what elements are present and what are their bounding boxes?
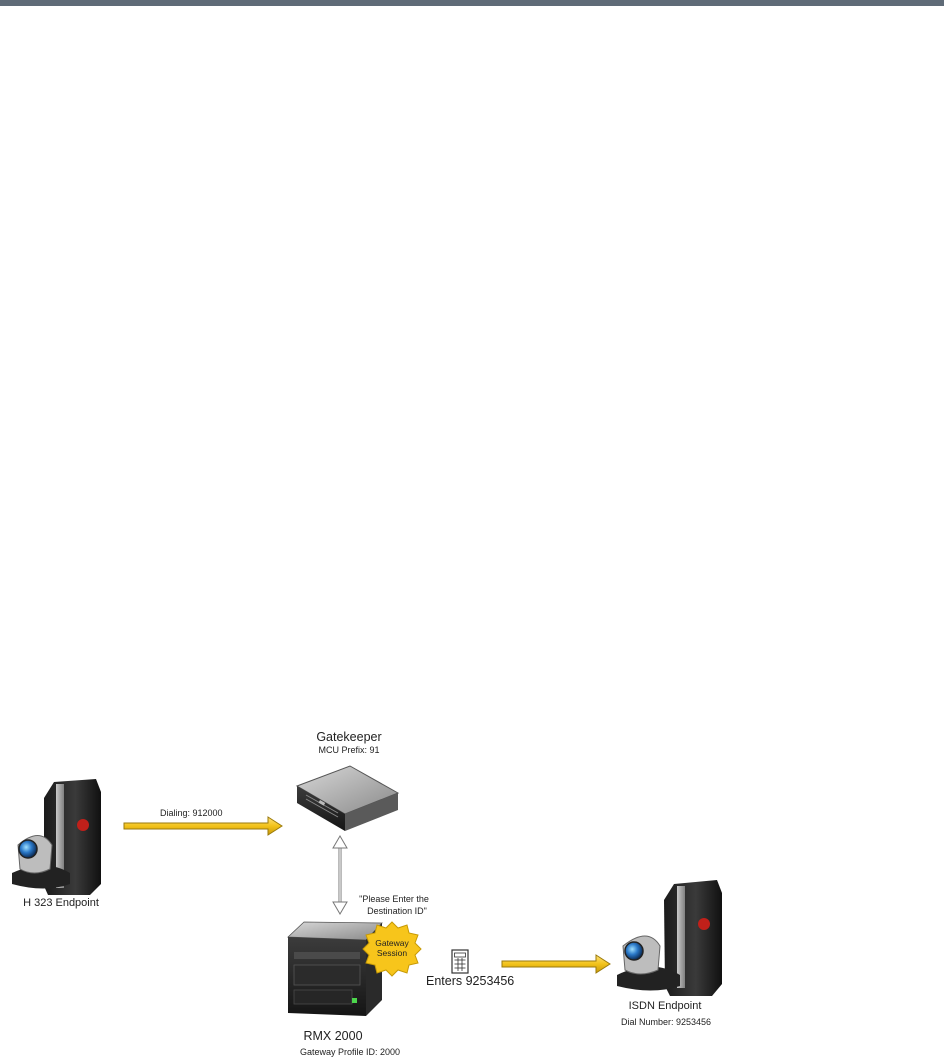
- enters-label: Enters 9253456: [426, 974, 515, 988]
- gatekeeper-subtitle: MCU Prefix: 91: [318, 745, 380, 755]
- gateway-session-line-1: Gateway: [375, 938, 409, 948]
- dialing-label: Dialing: 912000: [160, 808, 223, 818]
- bidirectional-arrow: [332, 835, 348, 915]
- dialing-arrow: [123, 816, 283, 836]
- gateway-session-badge: [362, 921, 422, 977]
- gatekeeper-title: Gatekeeper: [316, 730, 382, 744]
- gateway-session-line-2: Session: [376, 948, 408, 958]
- rmx-subtitle: Gateway Profile ID: 2000: [299, 1047, 401, 1057]
- prompt-line-2: Destination ID": [367, 906, 427, 916]
- enters-arrow: [501, 954, 611, 974]
- isdn-endpoint-icon: [617, 880, 722, 996]
- gatekeeper-server-icon: [295, 765, 400, 831]
- top-bar: [0, 0, 944, 6]
- keypad-icon: [451, 949, 469, 974]
- rmx-title: RMX 2000: [303, 1029, 363, 1043]
- isdn-subtitle: Dial Number: 9253456: [620, 1017, 712, 1027]
- prompt-line-1: "Please Enter the: [359, 894, 429, 904]
- rmx-server-icon: [287, 921, 383, 1016]
- isdn-title: ISDN Endpoint: [628, 1000, 702, 1012]
- h323-endpoint-label: H 323 Endpoint: [23, 897, 99, 909]
- h323-endpoint-icon: [12, 779, 101, 895]
